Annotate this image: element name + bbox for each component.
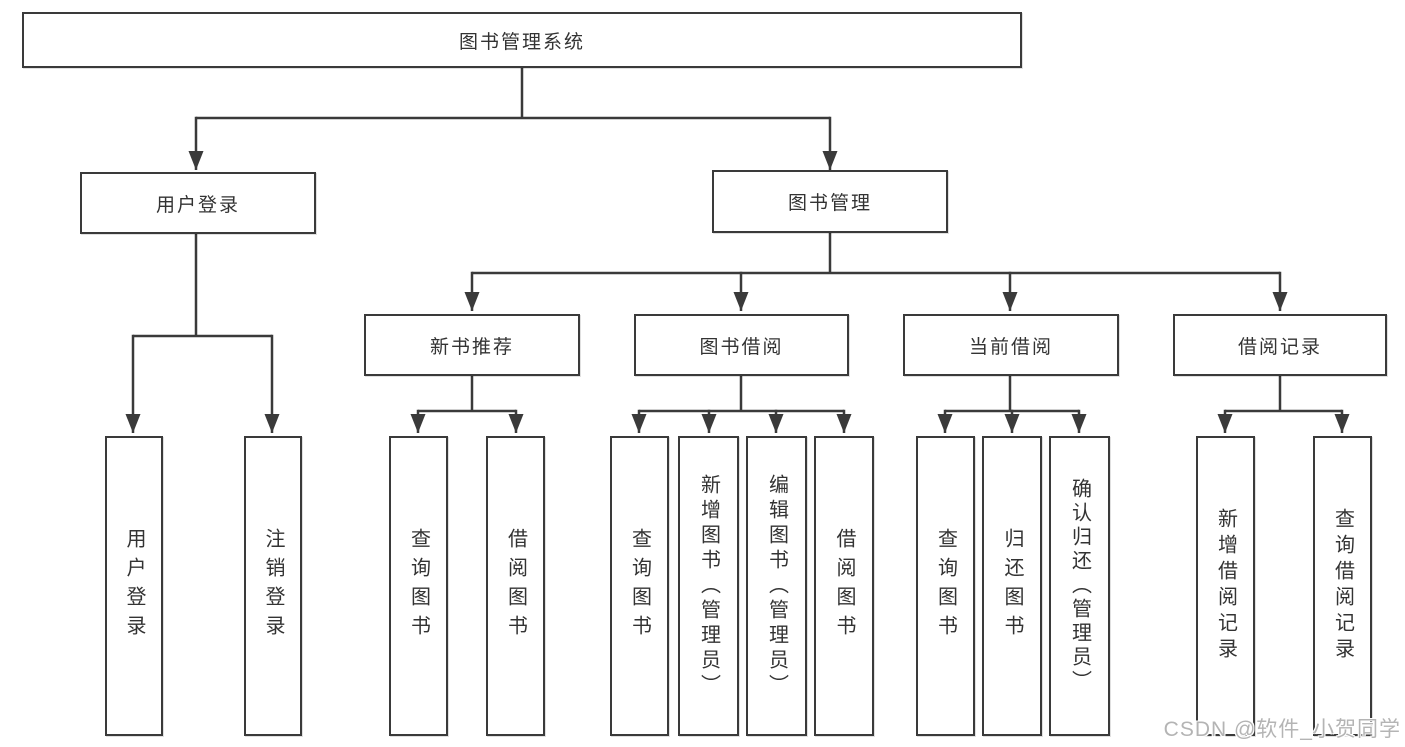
node-label: 注销登录 xyxy=(262,528,284,644)
node-label: 借阅图书 xyxy=(504,528,527,644)
leaf-borrow-book-2: 借阅图书 xyxy=(814,436,874,736)
node-user-login-group: 用户登录 xyxy=(80,172,316,234)
node-borrow-record: 借阅记录 xyxy=(1173,314,1387,376)
leaf-query-book-2: 查询图书 xyxy=(610,436,669,736)
node-label: 借阅记录 xyxy=(1237,336,1322,358)
leaf-add-book-admin: 新增图书（管理员） xyxy=(678,436,739,736)
leaf-query-borrow-record: 查询借阅记录 xyxy=(1313,436,1372,736)
csdn-watermark: CSDN @软件_小贺同学 xyxy=(1163,718,1401,741)
leaf-query-book-1: 查询图书 xyxy=(389,436,448,736)
node-label: 图书管理系统 xyxy=(458,31,585,53)
node-label: 确认归还（管理员） xyxy=(1068,478,1091,694)
node-label: 借阅图书 xyxy=(833,528,855,644)
node-label: 查询图书 xyxy=(628,528,651,644)
node-book-borrow: 图书借阅 xyxy=(634,314,849,376)
node-book-management: 图书管理 xyxy=(712,170,948,233)
node-label: 用户登录 xyxy=(155,194,240,216)
node-label: 查询图书 xyxy=(407,528,430,644)
node-label: 新增图书（管理员） xyxy=(697,473,720,699)
node-label: 当前借阅 xyxy=(968,336,1053,358)
leaf-query-book-3: 查询图书 xyxy=(916,436,975,736)
node-label: 图书管理 xyxy=(787,193,872,214)
leaf-logout: 注销登录 xyxy=(244,436,302,736)
leaf-borrow-book-1: 借阅图书 xyxy=(486,436,545,736)
leaf-user-login: 用户登录 xyxy=(105,436,163,736)
node-label: 编辑图书（管理员） xyxy=(765,473,788,699)
node-label: 查询图书 xyxy=(934,528,957,644)
node-label: 新书推荐 xyxy=(429,336,514,358)
node-label: 用户登录 xyxy=(123,528,145,644)
node-root-library-system: 图书管理系统 xyxy=(22,12,1022,68)
leaf-add-borrow-record: 新增借阅记录 xyxy=(1196,436,1255,736)
node-label: 归还图书 xyxy=(1001,528,1023,644)
node-current-borrow: 当前借阅 xyxy=(903,314,1119,376)
leaf-confirm-return-admin: 确认归还（管理员） xyxy=(1049,436,1110,736)
node-new-book-recommend: 新书推荐 xyxy=(364,314,580,376)
node-label: 查询借阅记录 xyxy=(1331,508,1354,664)
leaf-edit-book-admin: 编辑图书（管理员） xyxy=(746,436,807,736)
node-label: 新增借阅记录 xyxy=(1214,508,1237,664)
node-label: 图书借阅 xyxy=(699,336,784,358)
leaf-return-book: 归还图书 xyxy=(982,436,1042,736)
